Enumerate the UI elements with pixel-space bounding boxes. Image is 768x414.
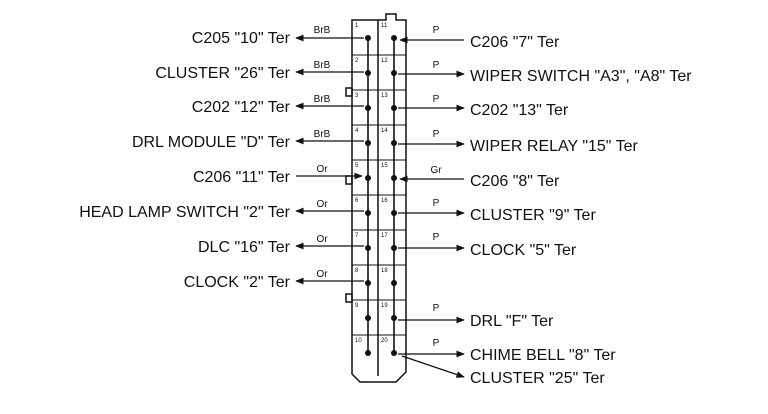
pin-number: 7: [355, 233, 359, 239]
pin-number: 9: [355, 303, 359, 309]
pin-number: 17: [381, 233, 388, 239]
left-label: HEAD LAMP SWITCH "2" Ter: [79, 204, 290, 221]
pin-dot: [365, 175, 371, 181]
wire-color-code: P: [433, 94, 440, 105]
wire-color-code: P: [433, 60, 440, 71]
left-label: DRL MODULE "D" Ter: [132, 134, 291, 151]
connector-body: [345, 13, 407, 383]
right-wire-codes: P P P P Gr P P P P: [430, 25, 442, 349]
left-wire-codes: BrB BrB BrB BrB Or Or Or Or: [314, 25, 331, 280]
pin-dot: [365, 35, 371, 41]
pin-number: 8: [355, 268, 359, 274]
right-labels: C206 "7" Ter WIPER SWITCH "A3", "A8" Ter…: [470, 34, 692, 387]
pin-number: 4: [355, 128, 359, 134]
pin-dot: [365, 280, 371, 286]
right-label: C206 "8" Ter: [470, 173, 560, 190]
pin-number: 16: [381, 198, 388, 204]
wire-connections: [295, 34, 465, 378]
pin-dot: [391, 210, 397, 216]
pin-dot: [391, 315, 397, 321]
wire-color-code: P: [433, 303, 440, 314]
right-label: C202 "13" Ter: [470, 102, 569, 119]
pin-number: 1: [355, 23, 359, 29]
pin-dot: [365, 105, 371, 111]
pin-number: 11: [381, 23, 388, 29]
pin-number: 6: [355, 198, 359, 204]
pin-number: 20: [381, 338, 388, 344]
wire-color-code: BrB: [314, 25, 331, 36]
left-label: C205 "10" Ter: [192, 30, 291, 47]
pin-number: 13: [381, 93, 388, 99]
pin-dot: [391, 350, 397, 356]
pin-number: 3: [355, 93, 359, 99]
left-label: C202 "12" Ter: [192, 99, 291, 116]
pin-dot: [391, 175, 397, 181]
wire-color-code: Or: [316, 199, 328, 210]
pin-number: 14: [381, 128, 388, 134]
wire-color-code: Or: [316, 164, 328, 175]
wire-color-code: BrB: [314, 60, 331, 71]
right-label: WIPER RELAY "15" Ter: [470, 138, 639, 155]
pin-number: 5: [355, 163, 359, 169]
left-labels: C205 "10" Ter CLUSTER "26" Ter C202 "12"…: [79, 30, 290, 291]
wire-color-code: BrB: [314, 94, 331, 105]
right-label: WIPER SWITCH "A3", "A8" Ter: [470, 68, 692, 85]
wire-color-code: P: [433, 198, 440, 209]
pin-dot: [365, 315, 371, 321]
pin-dot: [391, 280, 397, 286]
pin-dot: [365, 350, 371, 356]
pin-number: 19: [381, 303, 388, 309]
pin-dot: [365, 140, 371, 146]
wire-color-code: P: [433, 129, 440, 140]
pin-dot: [365, 245, 371, 251]
right-label: CLUSTER "25" Ter: [470, 370, 605, 387]
wire-color-code: Gr: [430, 165, 442, 176]
pin-dot: [391, 105, 397, 111]
right-label: CLOCK "5" Ter: [470, 242, 577, 259]
wire-color-code: P: [433, 338, 440, 349]
pin-numbers: 1 2 3 4 5 6 7 8 9 10 11 12 13 14 15 16 1…: [355, 23, 388, 344]
left-label: CLOCK "2" Ter: [184, 274, 291, 291]
pin-number: 10: [355, 338, 362, 344]
wire-color-code: P: [433, 232, 440, 243]
wire-line: [401, 355, 465, 378]
pin-dot: [365, 210, 371, 216]
right-label: CHIME BELL "8" Ter: [470, 347, 616, 364]
right-label: CLUSTER "9" Ter: [470, 207, 596, 224]
pin-dot: [365, 70, 371, 76]
left-label: CLUSTER "26" Ter: [155, 65, 290, 82]
right-label: DRL "F" Ter: [470, 313, 554, 330]
wire-color-code: BrB: [314, 129, 331, 140]
pin-dot: [391, 70, 397, 76]
left-label: DLC "16" Ter: [198, 239, 291, 256]
pin-dot: [391, 140, 397, 146]
connector-cells: [352, 35, 406, 356]
wire-color-code: Or: [316, 234, 328, 245]
right-label: C206 "7" Ter: [470, 34, 560, 51]
pin-dot: [391, 35, 397, 41]
pin-number: 2: [355, 58, 359, 64]
wire-color-code: Or: [316, 269, 328, 280]
pin-dot: [391, 245, 397, 251]
pin-number: 12: [381, 58, 388, 64]
wire-color-code: P: [433, 25, 440, 36]
left-label: C206 "11" Ter: [193, 169, 291, 186]
pin-number: 15: [381, 163, 388, 169]
pin-number: 18: [381, 268, 388, 274]
